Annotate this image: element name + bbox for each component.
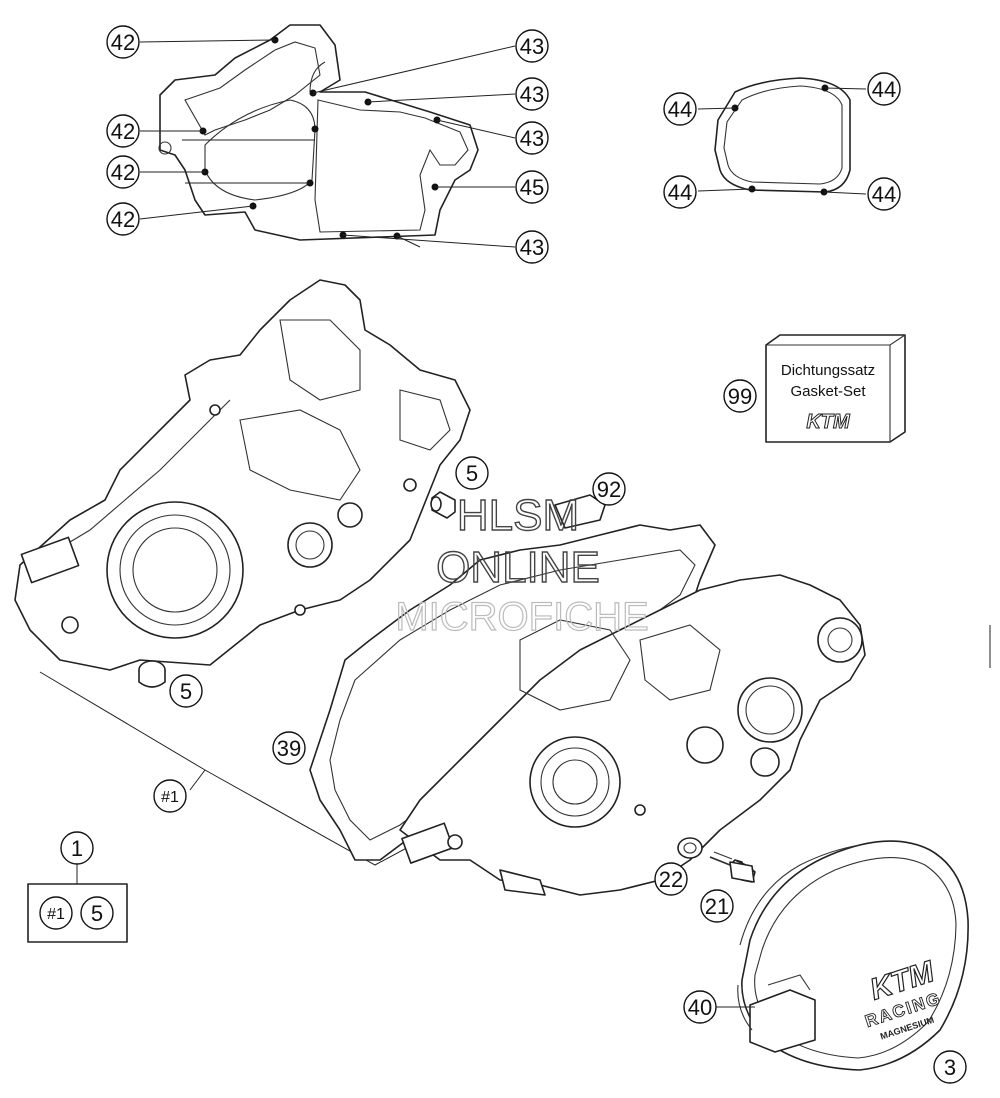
callout-label: 21: [705, 894, 729, 919]
callout-label: 44: [872, 182, 896, 207]
callout-92[interactable]: 92: [592, 472, 626, 506]
right-crankcase-half: [399, 574, 866, 896]
gasket-set-label-de: Dichtungssatz: [781, 362, 875, 379]
callout-label: 39: [277, 736, 301, 761]
callout-hash1[interactable]: #1: [153, 779, 187, 813]
callout-label: 43: [520, 235, 544, 260]
callout-42-b[interactable]: 42: [106, 114, 140, 148]
callout-3[interactable]: 3: [933, 1050, 967, 1084]
crankcase-gasket: [158, 24, 479, 241]
gasket-set-label-en: Gasket-Set: [790, 383, 866, 400]
callout-40[interactable]: 40: [683, 990, 717, 1024]
callout-label: 22: [659, 867, 683, 892]
callout-label: 44: [872, 77, 896, 102]
callout-22[interactable]: 22: [654, 862, 688, 896]
callout-label: 44: [668, 180, 692, 205]
callout-label: 1: [71, 836, 83, 861]
callout-label: 42: [111, 30, 135, 55]
callout-42-c[interactable]: 42: [106, 155, 140, 189]
callout-label: #1: [47, 906, 65, 923]
drain-plug: [709, 851, 756, 883]
callout-label: 92: [597, 477, 621, 502]
callout-label: 5: [180, 679, 192, 704]
callout-43-d[interactable]: 43: [515, 230, 549, 264]
watermark-line-3: MICROFICHE: [395, 595, 648, 639]
callout-39[interactable]: 39: [272, 731, 306, 765]
dowel-sleeve: [138, 660, 166, 688]
bearing-plate: [554, 494, 606, 529]
ignition-cover: KTM RACING MAGNESIUM: [741, 840, 969, 1071]
callout-label: 45: [520, 175, 544, 200]
callout-label: 3: [944, 1055, 956, 1080]
left-crankcase-half: [14, 279, 471, 671]
callout-43-b[interactable]: 43: [515, 77, 549, 111]
callout-45[interactable]: 45: [515, 170, 549, 204]
callout-hash1-box[interactable]: #1: [39, 896, 73, 930]
callout-label: 5: [91, 901, 103, 926]
sealing-washer: [677, 837, 703, 859]
callout-43-a[interactable]: 43: [515, 29, 549, 63]
callout-label: 40: [688, 995, 712, 1020]
callout-5-b[interactable]: 5: [169, 674, 203, 708]
callout-5-a[interactable]: 5: [455, 456, 489, 490]
callout-21[interactable]: 21: [700, 889, 734, 923]
watermark-line-1: HLSM: [457, 491, 579, 540]
callout-label: 42: [111, 160, 135, 185]
callout-label: 43: [520, 82, 544, 107]
callout-42-d[interactable]: 42: [106, 202, 140, 236]
callout-label: #1: [161, 789, 179, 806]
callout-43-c[interactable]: 43: [515, 121, 549, 155]
callout-42-a[interactable]: 42: [106, 25, 140, 59]
callout-label: 99: [728, 384, 752, 409]
callout-1[interactable]: 1: [60, 831, 94, 865]
callout-44-c[interactable]: 44: [663, 175, 697, 209]
ktm-logo: KTM: [806, 411, 851, 433]
callout-44-d[interactable]: 44: [867, 177, 901, 211]
callout-label: 42: [111, 119, 135, 144]
callout-99[interactable]: 99: [723, 379, 757, 413]
callout-44-a[interactable]: 44: [663, 92, 697, 126]
cover-gasket: [737, 844, 861, 1031]
leader-lines-gasket: [139, 39, 516, 248]
callout-label: 5: [466, 461, 478, 486]
watermark: HLSM ONLINE MICROFICHE: [395, 490, 650, 639]
callout-5-box[interactable]: 5: [80, 896, 114, 930]
watermark-line-2: ONLINE: [436, 543, 600, 592]
callout-44-b[interactable]: 44: [867, 72, 901, 106]
gasket-2-holes: [697, 84, 867, 196]
ignition-cover-gasket: [714, 77, 851, 193]
callout-label: 43: [520, 34, 544, 59]
callout-label: 42: [111, 207, 135, 232]
dowel-sleeve-2: [430, 491, 456, 519]
callout-label: 43: [520, 126, 544, 151]
gasket-set-box: Dichtungssatz Gasket-Set KTM: [765, 334, 906, 443]
callout-label: 44: [668, 97, 692, 122]
